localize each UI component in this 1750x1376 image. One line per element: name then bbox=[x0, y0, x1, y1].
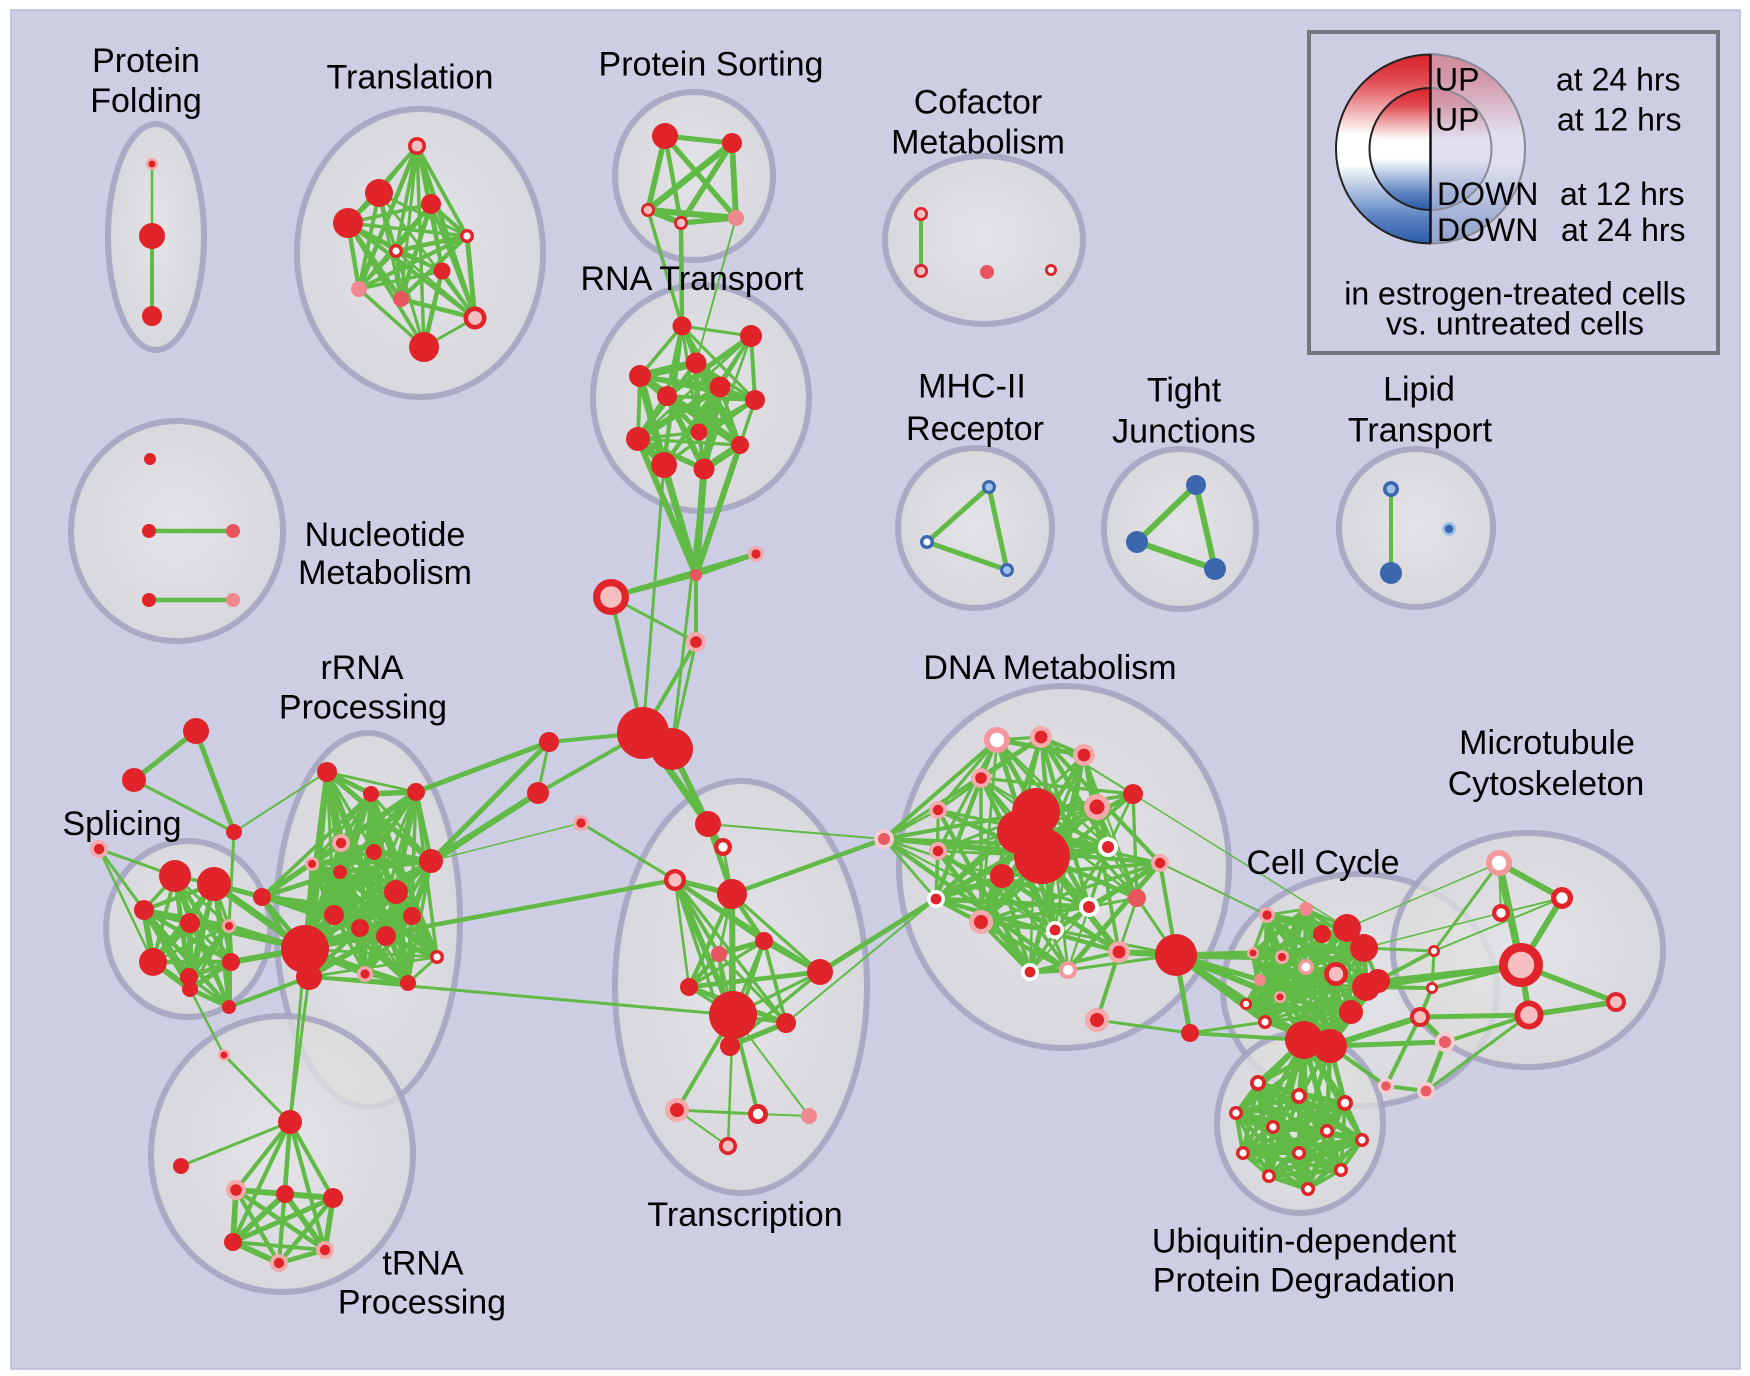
svg-text:Splicing: Splicing bbox=[62, 805, 181, 843]
svg-text:vs. untreated cells: vs. untreated cells bbox=[1386, 306, 1644, 342]
svg-text:UP: UP bbox=[1435, 102, 1479, 138]
svg-text:DOWN: DOWN bbox=[1437, 176, 1538, 212]
svg-text:rRNA: rRNA bbox=[320, 649, 403, 687]
svg-text:MHC-II: MHC-II bbox=[918, 368, 1026, 406]
svg-text:at 12 hrs: at 12 hrs bbox=[1560, 176, 1685, 212]
svg-text:Processing: Processing bbox=[338, 1284, 506, 1322]
svg-text:Junctions: Junctions bbox=[1112, 413, 1256, 451]
svg-text:Metabolism: Metabolism bbox=[891, 124, 1065, 162]
svg-text:tRNA: tRNA bbox=[382, 1245, 464, 1283]
svg-text:Translation: Translation bbox=[327, 59, 494, 97]
svg-text:Protein Sorting: Protein Sorting bbox=[599, 46, 824, 84]
svg-text:Tight: Tight bbox=[1147, 372, 1222, 410]
svg-text:UP: UP bbox=[1435, 62, 1479, 98]
svg-text:Cytoskeleton: Cytoskeleton bbox=[1448, 765, 1645, 803]
svg-text:Folding: Folding bbox=[90, 82, 202, 120]
svg-text:in estrogen-treated cells: in estrogen-treated cells bbox=[1344, 276, 1686, 312]
svg-text:Metabolism: Metabolism bbox=[298, 554, 472, 592]
svg-text:Transcription: Transcription bbox=[647, 1196, 842, 1234]
svg-text:DNA Metabolism: DNA Metabolism bbox=[923, 649, 1176, 687]
svg-text:Receptor: Receptor bbox=[906, 410, 1044, 448]
svg-text:Lipid: Lipid bbox=[1383, 371, 1455, 409]
svg-text:Processing: Processing bbox=[279, 689, 447, 727]
svg-text:Protein Degradation: Protein Degradation bbox=[1153, 1262, 1455, 1300]
svg-text:RNA Transport: RNA Transport bbox=[581, 260, 805, 298]
svg-text:Cofactor: Cofactor bbox=[914, 84, 1043, 122]
svg-text:at 12 hrs: at 12 hrs bbox=[1557, 102, 1682, 138]
svg-text:Transport: Transport bbox=[1348, 412, 1493, 450]
svg-text:Cell Cycle: Cell Cycle bbox=[1246, 844, 1399, 882]
svg-text:at 24 hrs: at 24 hrs bbox=[1556, 62, 1681, 98]
svg-text:Microtubule: Microtubule bbox=[1459, 724, 1635, 762]
svg-text:DOWN: DOWN bbox=[1437, 212, 1538, 248]
svg-text:Nucleotide: Nucleotide bbox=[305, 516, 466, 554]
svg-text:Ubiquitin-dependent: Ubiquitin-dependent bbox=[1152, 1223, 1457, 1261]
svg-text:Protein: Protein bbox=[92, 42, 200, 80]
svg-text:at 24 hrs: at 24 hrs bbox=[1561, 212, 1686, 248]
